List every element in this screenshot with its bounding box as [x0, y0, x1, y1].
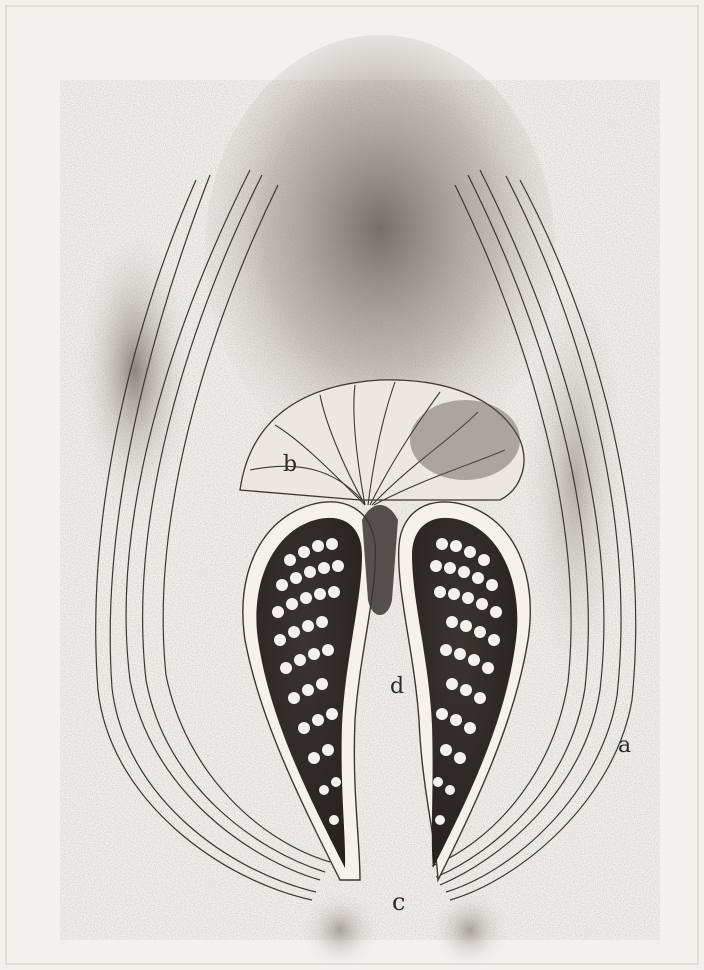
label-d: d	[390, 674, 404, 699]
label-a: a	[618, 733, 631, 758]
label-c: c	[392, 888, 405, 916]
stippled-tissue	[60, 35, 660, 970]
label-b: b	[283, 452, 297, 477]
